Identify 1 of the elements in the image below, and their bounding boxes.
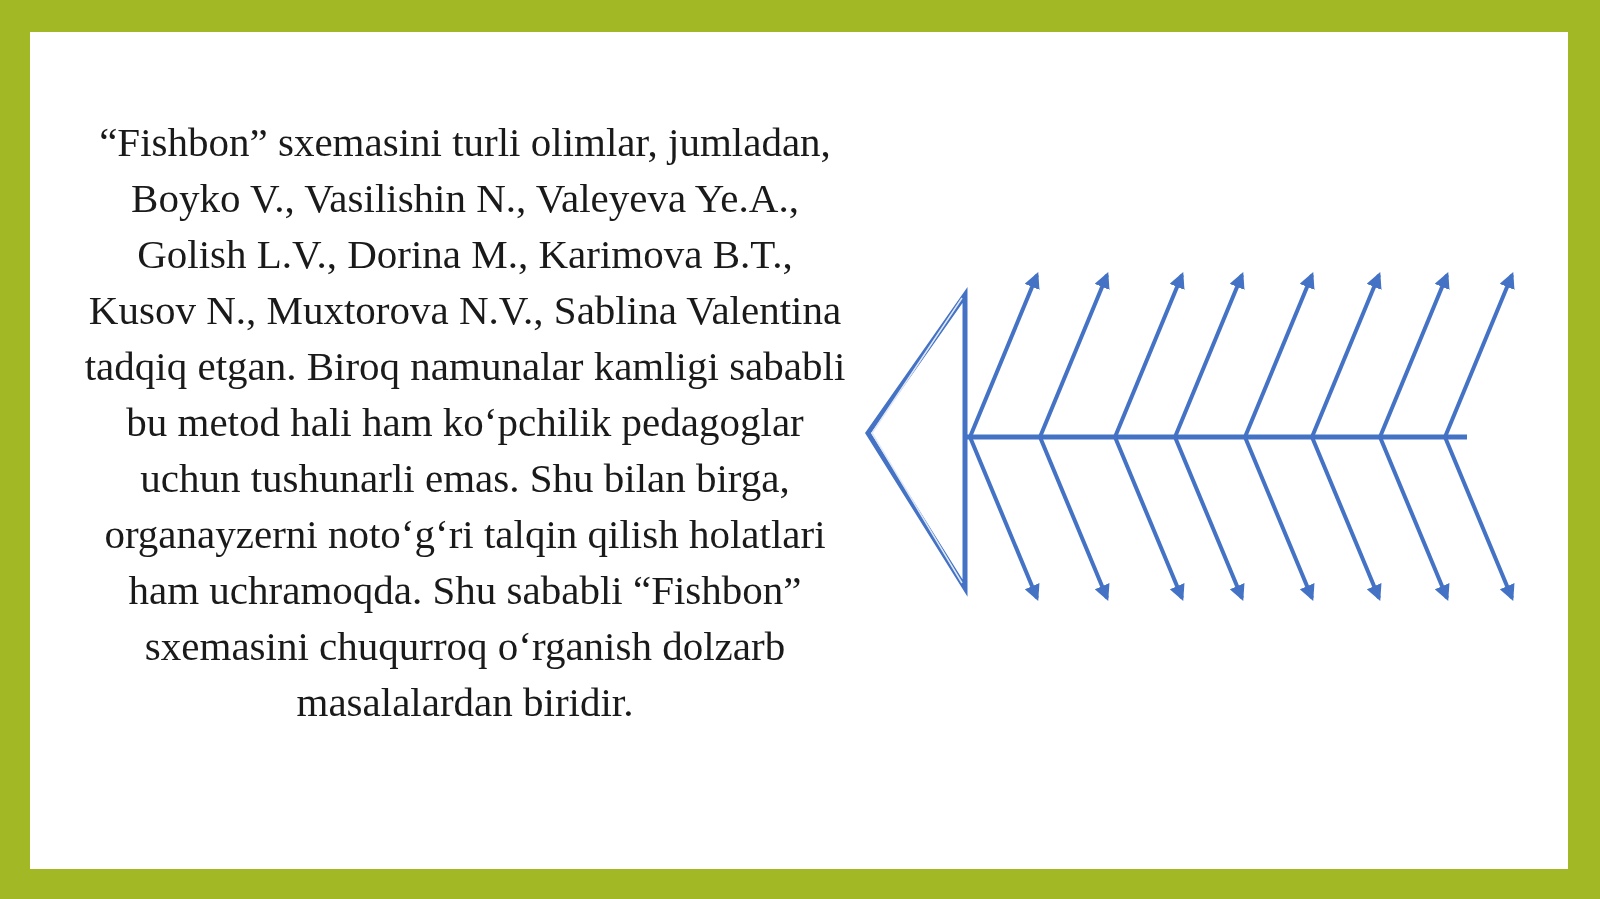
- body-paragraph: “Fishbon” sxemasini turli olimlar, jumladan, Boyko V., Vasilishin N., Valeyeva Ye.A., Golish L.V., Dorina M., Karimova B.T., Kusov N., Muxtorova N.V., Sablina Valentina tadqiq etgan. Biroq namunalar kamligi sababli bu metod hali ham ko‘pchilik pedagoglar uchun tushunarli emas. Shu bilan birga, organayzerni noto‘g‘ri talqin qilish holatlari ham uchramoqda. Shu sababli “Fishbon” sxemasini chuqurroq o‘rganish dolzarb masalalardan biridir.: [83, 118, 847, 727]
